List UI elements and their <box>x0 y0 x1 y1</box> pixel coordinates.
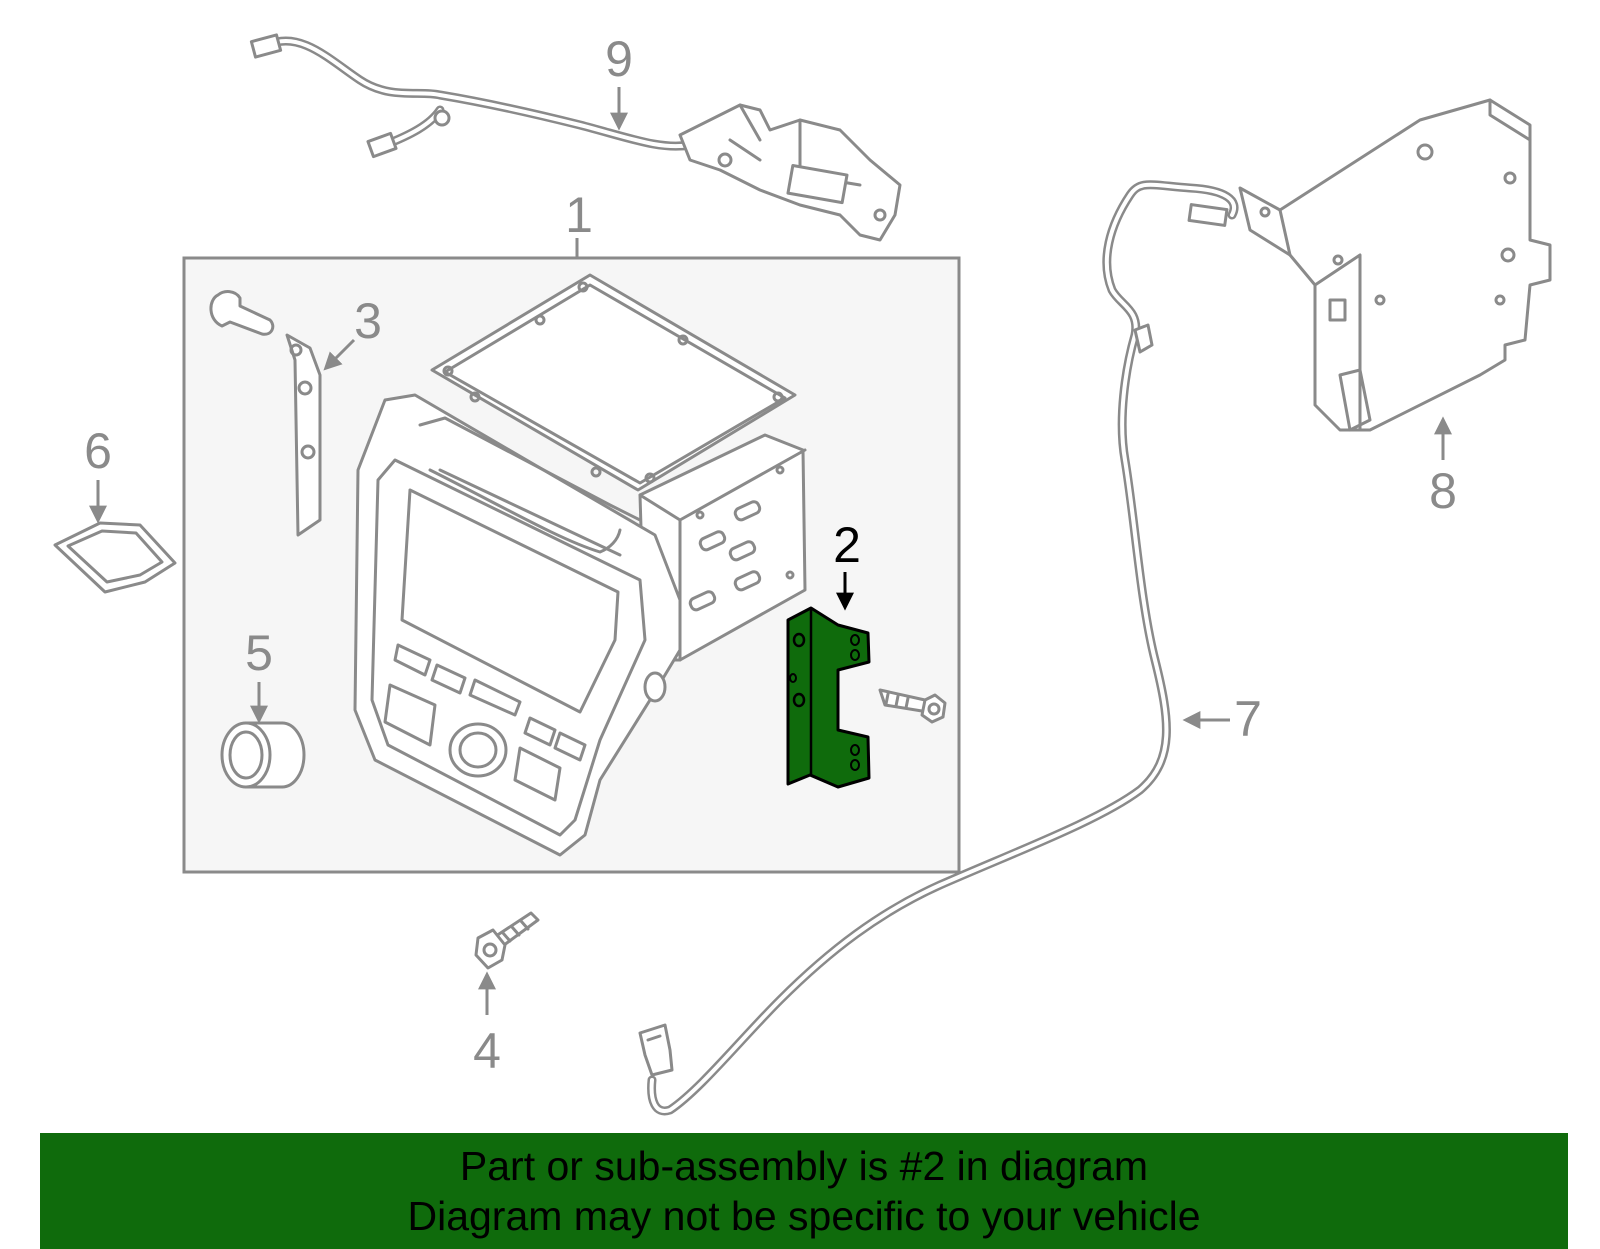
head-unit <box>353 273 807 857</box>
callout-4: 4 <box>473 1023 501 1079</box>
highlighted-bracket-part-2 <box>786 606 871 789</box>
banner-line-1: Part or sub-assembly is #2 in diagram <box>459 1143 1149 1189</box>
callout-2: 2 <box>833 517 861 573</box>
wiring-harness-part-9 <box>249 33 902 242</box>
pad-part-6 <box>53 521 177 594</box>
info-banner: Part or sub-assembly is #2 in diagram Di… <box>40 1133 1568 1249</box>
banner-line-2: Diagram may not be specific to your vehi… <box>407 1193 1201 1239</box>
cable-part-7 <box>638 180 1239 1116</box>
bracket-part-3 <box>209 290 322 537</box>
knob-part-5 <box>220 721 306 789</box>
callout-9: 9 <box>605 31 633 87</box>
callout-3: 3 <box>354 293 382 349</box>
callout-5: 5 <box>245 625 273 681</box>
bolt-part-4 <box>474 911 540 970</box>
callout-7: 7 <box>1234 691 1262 747</box>
callout-1: 1 <box>565 187 593 243</box>
callout-6: 6 <box>84 423 112 479</box>
callout-8: 8 <box>1429 463 1457 519</box>
screw-bolt <box>878 688 947 724</box>
module-part-8 <box>1238 98 1552 432</box>
